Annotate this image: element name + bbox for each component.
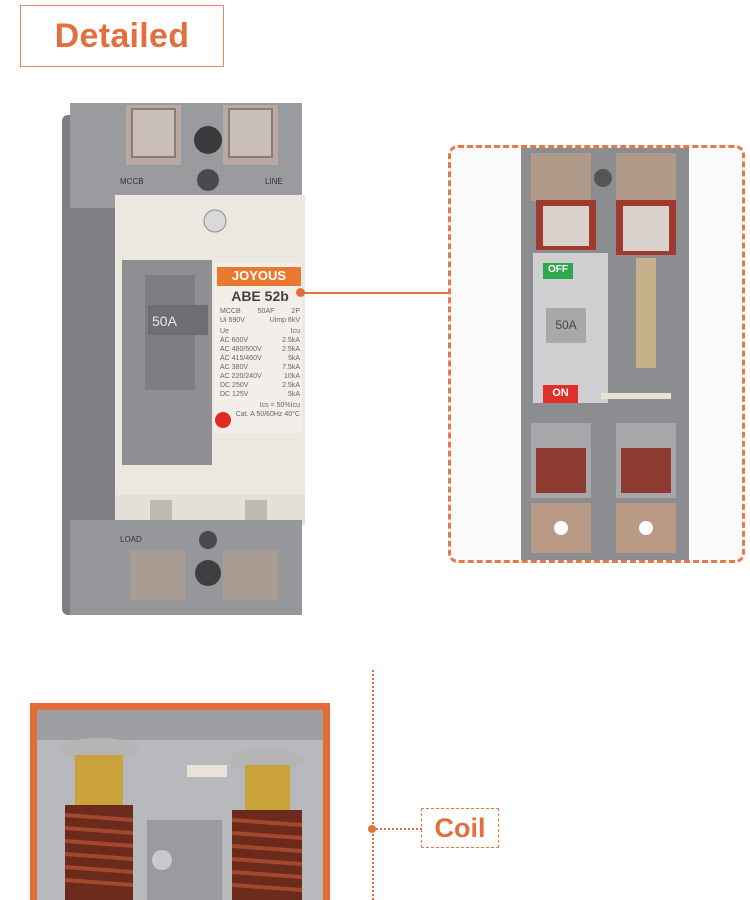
spec-row-current: 2.5kA <box>282 337 300 344</box>
coil-label: Coil <box>434 812 486 843</box>
coil-callout-dot <box>368 825 376 833</box>
breaker-product-image: JOYOUS ABE 52b 50A MCCB 50AF 2P Ui 690V Uim… <box>60 95 320 625</box>
spec-uimp: Uimp 6kV <box>269 317 300 324</box>
detail-rating-label: 50A <box>555 318 577 332</box>
coil-label-box: Coil <box>421 808 499 848</box>
spec-type: MCCB <box>220 308 241 315</box>
spec-header-icu: Icu <box>290 328 300 335</box>
terminal-label-top-right: LINE <box>265 177 283 186</box>
spec-row-voltage: DC 250V <box>220 382 249 389</box>
terminal-label-top-left: MCCB <box>120 177 144 186</box>
spec-row-voltage: AC 600V <box>220 337 249 344</box>
rating-label: 50A <box>152 313 177 329</box>
vertical-dotted-line <box>372 670 374 900</box>
coil-illustration <box>37 710 323 900</box>
spec-frame: 50AF <box>257 308 275 315</box>
spec-row-voltage: AC 415/460V <box>220 355 262 362</box>
brand-label: JOYOUS <box>231 268 287 283</box>
section-title: Detailed <box>54 17 190 55</box>
spec-row-voltage: AC 480/500V <box>220 346 262 353</box>
terminal-label-bottom: LOAD <box>120 535 142 544</box>
on-label: ON <box>552 387 569 399</box>
spec-row-current: 2.5kA <box>282 382 300 389</box>
breaker-illustration <box>62 103 305 615</box>
callout-dot <box>296 288 305 297</box>
spec-header-ue: Ue <box>220 328 229 335</box>
spec-ics: Ics = 50%Icu <box>259 402 300 409</box>
internal-mechanism-illustration <box>521 148 689 560</box>
spec-ui: Ui 690V <box>220 317 245 324</box>
internal-detail-frame: OFF ON 50A <box>448 145 745 563</box>
title-underline <box>20 66 224 67</box>
spec-block: MCCB 50AF 2P Ui 690V Uimp 6kV Ue Icu AC 600V… <box>220 307 300 419</box>
spec-row-voltage: AC 380V <box>220 364 249 371</box>
off-label: OFF <box>548 264 568 275</box>
spec-row-current: 2.5kA <box>282 346 300 353</box>
section-title-tab: Detailed <box>20 5 224 67</box>
spec-row-current: 5kA <box>287 391 300 398</box>
coil-callout-line <box>376 828 422 830</box>
model-label: ABE 52b <box>231 288 289 304</box>
spec-poles: 2P <box>291 308 300 315</box>
coil-detail-frame <box>30 703 330 900</box>
spec-cat: Cat. A 50/60Hz 40°C <box>235 411 300 418</box>
spec-row-voltage: DC 125V <box>220 391 249 398</box>
spec-row-current: 5kA <box>287 355 300 362</box>
spec-row-current: 7.5kA <box>282 364 300 371</box>
spec-row-voltage: AC 220/240V <box>220 373 262 380</box>
callout-line <box>300 292 448 294</box>
spec-row-current: 10kA <box>284 373 300 380</box>
